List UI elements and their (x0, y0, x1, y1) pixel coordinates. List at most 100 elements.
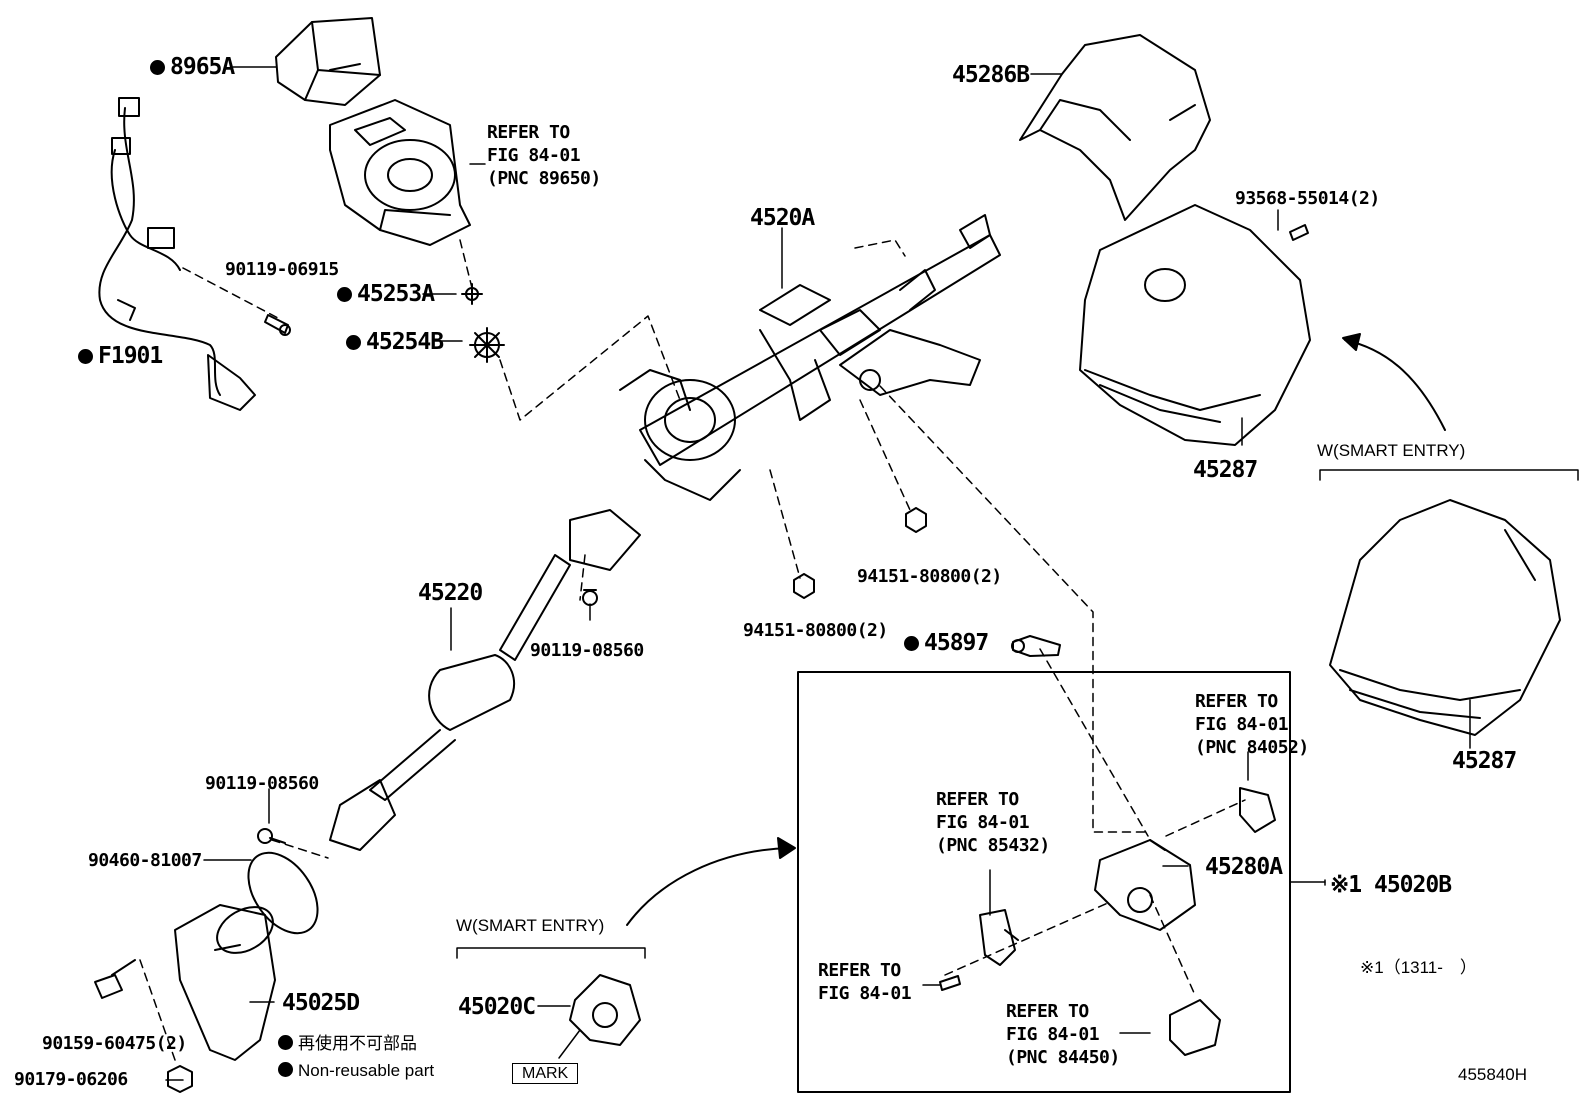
legend-text: Non-reusable part (298, 1061, 435, 1080)
part-45897 (1011, 635, 1061, 657)
non-reusable-dot (346, 335, 361, 350)
smart-entry-note-upper: W(SMART ENTRY) (1317, 441, 1466, 460)
ref-89650: REFER TO FIG 84-01 (PNC 89650) (487, 121, 601, 190)
part-4520A-column (619, 214, 1001, 501)
part-label-F1901: F1901 (78, 343, 163, 369)
ref-plain: REFER TO FIG 84-01 (818, 959, 912, 1005)
ref-line: REFER TO (1195, 691, 1278, 712)
part-45254B-star (469, 327, 505, 363)
bolt-90159 (94, 959, 136, 999)
part-number: 45897 (924, 630, 989, 656)
nut-94151-upper (905, 507, 927, 533)
part-label-45286B: 45286B (952, 62, 1030, 88)
smart-entry-note-lower: W(SMART ENTRY) (456, 916, 605, 935)
part-45220-shaft (329, 509, 641, 851)
bolt-90119-08560-lower (257, 828, 286, 844)
smart-entry-bracket-lower (456, 947, 646, 959)
part-45286B-cover (1019, 34, 1211, 221)
bolt-90119-08560-upper (582, 589, 598, 606)
mark-label: MARK (512, 1062, 579, 1085)
smart-entry-bracket-upper (1319, 469, 1579, 481)
group-box (797, 671, 1291, 1093)
nut-94151-lower (793, 573, 815, 599)
part-8965A (275, 17, 381, 106)
footnote: ※1（1311- ） (1360, 958, 1477, 977)
mark-text: MARK (512, 1063, 579, 1084)
part-label-4520A: 4520A (750, 205, 815, 231)
part-84450-cap (1169, 999, 1221, 1056)
part-number: 45253A (357, 281, 435, 307)
ref-line: FIG 84-01 (936, 812, 1030, 833)
ref-line: FIG 84-01 (487, 145, 581, 166)
ref-line: FIG 84-01 (1006, 1024, 1100, 1045)
part-89650-switch (329, 99, 471, 246)
ref-line: FIG 84-01 (818, 983, 912, 1004)
part-label-45220: 45220 (418, 580, 483, 606)
non-reusable-dot (150, 60, 165, 75)
part-45253A-spring (461, 283, 483, 305)
part-label-94151-lower: 94151-80800(2) (743, 620, 888, 641)
ref-line: REFER TO (1006, 1001, 1089, 1022)
legend-text: 再使用不可部品 (298, 1034, 417, 1053)
ref-line: (PNC 84450) (1006, 1047, 1120, 1068)
part-label-45020B: ※1 45020B (1330, 872, 1452, 898)
screw-ref (939, 975, 961, 991)
legend-en: Non-reusable part (278, 1060, 434, 1082)
part-number: 8965A (170, 54, 235, 80)
part-45025D-boot (174, 904, 276, 1061)
arrow-lower (626, 837, 796, 926)
part-45280A (1094, 839, 1196, 931)
ref-85432: REFER TO FIG 84-01 (PNC 85432) (936, 788, 1050, 857)
diagram-code: 455840H (1458, 1065, 1528, 1084)
leader-lines (165, 66, 1471, 1081)
part-label-90119-06915: 90119-06915 (225, 259, 339, 280)
non-reusable-dot (337, 287, 352, 302)
non-reusable-dot (904, 636, 919, 651)
ref-line: REFER TO (818, 960, 901, 981)
bolt-90179 (167, 1065, 193, 1093)
legend-jp: 再使用不可部品 (278, 1033, 417, 1055)
part-label-90460-81007: 90460-81007 (88, 850, 202, 871)
ref-line: (PNC 89650) (487, 168, 601, 189)
part-label-45254B: 45254B (346, 329, 444, 355)
part-label-94151-upper: 94151-80800(2) (857, 566, 1002, 587)
ref-line: (PNC 85432) (936, 835, 1050, 856)
part-number: F1901 (98, 343, 163, 369)
arrow-upper (1342, 333, 1446, 431)
part-label-45287-upper: 45287 (1193, 457, 1258, 483)
part-45287-upper (1079, 204, 1311, 446)
ref-84052: REFER TO FIG 84-01 (PNC 84052) (1195, 690, 1309, 759)
part-label-90119-08560-lower: 90119-08560 (205, 773, 319, 794)
part-number: 45254B (366, 329, 444, 355)
part-85432-switch (979, 909, 1019, 966)
part-label-45287-lower: 45287 (1452, 748, 1517, 774)
part-F1901-harness (98, 97, 256, 411)
part-label-45025D: 45025D (282, 990, 360, 1016)
part-label-45280A: 45280A (1205, 854, 1283, 880)
dashed-lines (139, 239, 1246, 1061)
part-45020C (569, 974, 641, 1046)
part-label-93568-55014: 93568-55014(2) (1235, 188, 1380, 209)
part-45287-lower (1329, 499, 1561, 736)
ref-line: REFER TO (936, 789, 1019, 810)
part-label-45253A: 45253A (337, 281, 435, 307)
part-label-8965A: 8965A (150, 54, 235, 80)
ref-line: (PNC 84052) (1195, 737, 1309, 758)
bolt-90119-06915 (264, 314, 291, 336)
part-label-90159-60475: 90159-60475(2) (42, 1033, 187, 1054)
non-reusable-dot (78, 349, 93, 364)
ref-line: REFER TO (487, 122, 570, 143)
part-label-90179-06206: 90179-06206 (14, 1069, 128, 1090)
part-label-45897: 45897 (904, 630, 989, 656)
part-label-90119-08560-upper: 90119-08560 (530, 640, 644, 661)
ref-line: FIG 84-01 (1195, 714, 1289, 735)
part-90460-clamp (247, 851, 319, 935)
non-reusable-dot (278, 1035, 293, 1050)
screw-93568 (1289, 224, 1309, 241)
non-reusable-dot (278, 1062, 293, 1077)
ref-84450: REFER TO FIG 84-01 (PNC 84450) (1006, 1000, 1120, 1069)
part-84052-sensor (1239, 787, 1276, 833)
part-label-45020C: 45020C (458, 994, 536, 1020)
